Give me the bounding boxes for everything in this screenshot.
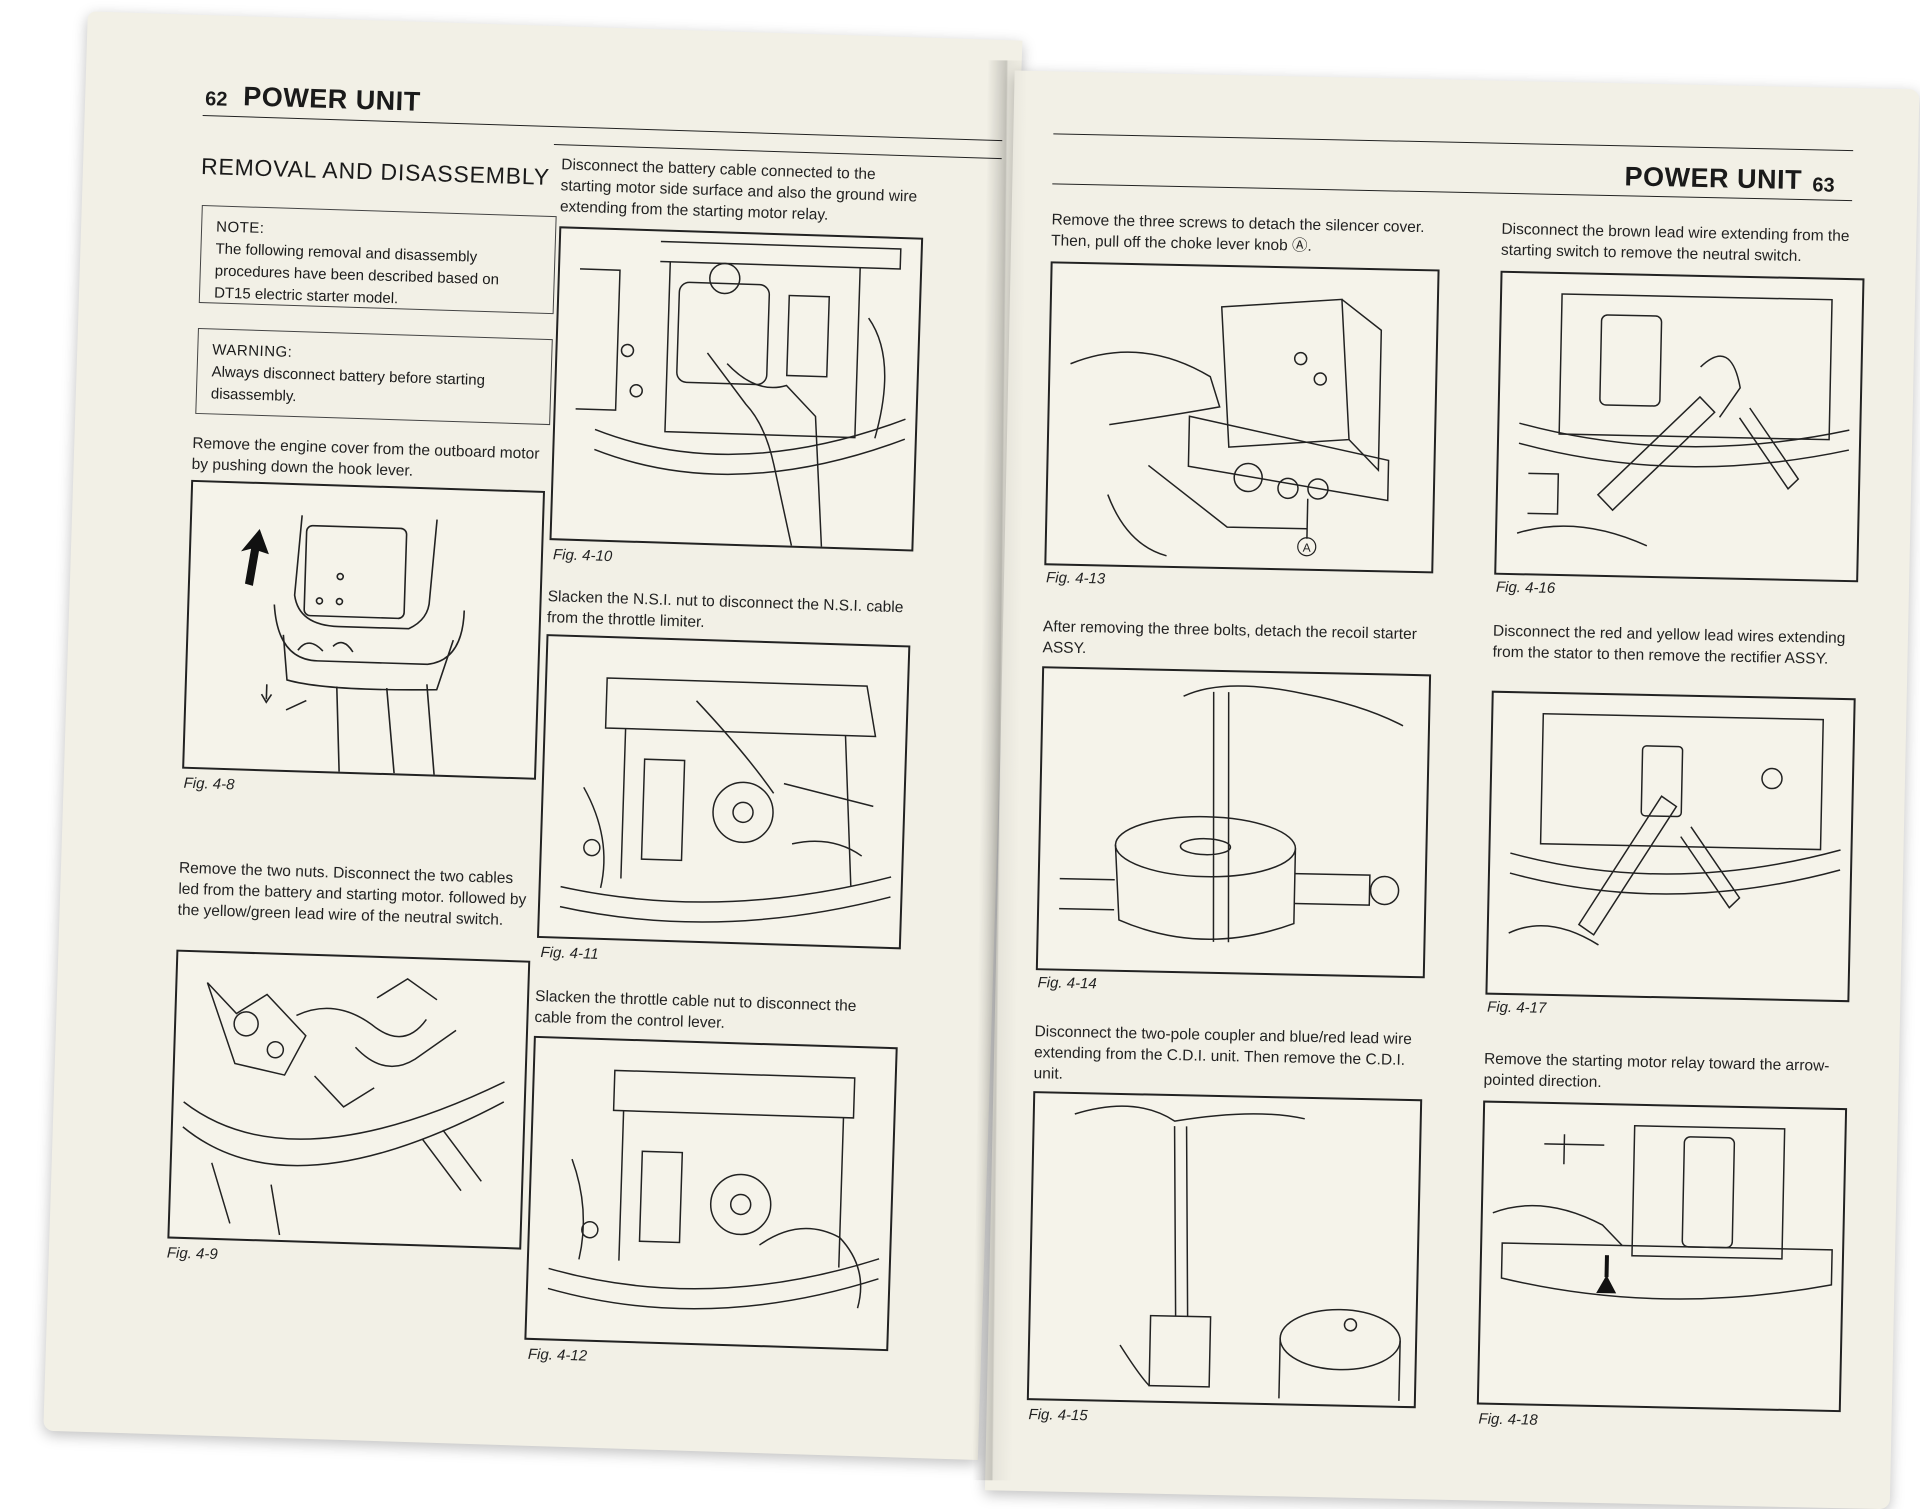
figure-throttle-cable bbox=[524, 1035, 898, 1352]
step-caption: Remove the starting motor relay toward t… bbox=[1483, 1050, 1830, 1092]
arrow-icon bbox=[1596, 1275, 1617, 1294]
figure-label: Fig. 4-15 bbox=[1028, 1406, 1088, 1425]
step-caption: After removing the three bolts, detach t… bbox=[1042, 618, 1418, 658]
figure-silencer-cover: A bbox=[1044, 261, 1440, 574]
left-page: 62 POWER UNIT REMOVAL AND DISASSEMBLY NO… bbox=[43, 11, 1023, 1461]
step-caption: Slacken the N.S.I. nut to disconnect the… bbox=[546, 588, 904, 632]
figure-label: Fig. 4-8 bbox=[183, 774, 235, 794]
marker-a: A bbox=[1297, 537, 1317, 557]
section-title: REMOVAL AND DISASSEMBLY bbox=[200, 152, 551, 190]
step-caption: Disconnect the two-pole coupler and blue… bbox=[1033, 1023, 1413, 1083]
page-header-title: POWER UNIT bbox=[1624, 161, 1803, 196]
figure-motor-relay bbox=[1476, 1100, 1848, 1413]
figure-cdi-unit bbox=[1026, 1091, 1423, 1409]
figure-label: Fig. 4-9 bbox=[166, 1244, 219, 1264]
step-caption: Slacken the throttle cable nut to discon… bbox=[534, 987, 857, 1032]
note-box: NOTE: The following removal and disassem… bbox=[198, 205, 557, 315]
throttle-cable-illustration bbox=[547, 1069, 880, 1310]
header-rule bbox=[202, 115, 1003, 142]
figure-recoil-starter bbox=[1035, 666, 1432, 979]
warning-box: WARNING: Always disconnect battery befor… bbox=[195, 327, 553, 426]
figure-label: Fig. 4-11 bbox=[540, 944, 599, 963]
figure-battery-cables bbox=[167, 949, 531, 1250]
battery-cables-illustration bbox=[182, 977, 505, 1236]
warning-body: Always disconnect battery before startin… bbox=[210, 363, 486, 406]
recoil-starter-illustration bbox=[1059, 685, 1404, 943]
figure-engine-cover bbox=[182, 479, 546, 780]
figure-label: Fig. 4-18 bbox=[1478, 1410, 1538, 1429]
page-number: 62 bbox=[204, 88, 228, 111]
rectifier-illustration bbox=[1508, 712, 1841, 946]
svg-text:A: A bbox=[1303, 541, 1311, 555]
engine-cover-illustration bbox=[240, 515, 466, 775]
step-caption: Disconnect the brown lead wire extending… bbox=[1500, 220, 1850, 266]
nsi-cable-illustration bbox=[559, 677, 892, 923]
figure-label: Fig. 4-16 bbox=[1495, 578, 1556, 597]
cdi-unit-illustration bbox=[1074, 1105, 1401, 1401]
figure-label: Fig. 4-13 bbox=[1045, 569, 1106, 588]
figure-nsi-cable bbox=[536, 634, 911, 950]
figure-label: Fig. 4-12 bbox=[527, 1345, 588, 1365]
step-caption: Disconnect the battery cable connected t… bbox=[559, 156, 918, 224]
open-manual: 62 POWER UNIT REMOVAL AND DISASSEMBLY NO… bbox=[38, 11, 1920, 1509]
step-caption: Disconnect the red and yellow lead wires… bbox=[1492, 622, 1846, 668]
figure-starting-motor bbox=[549, 226, 924, 552]
figure-label: Fig. 4-14 bbox=[1037, 974, 1097, 993]
starting-motor-illustration bbox=[575, 240, 906, 547]
page-number: 63 bbox=[1812, 174, 1835, 197]
figure-label: Fig. 4-17 bbox=[1486, 998, 1547, 1017]
neutral-switch-illustration bbox=[1516, 293, 1850, 547]
step-caption: Remove the two nuts. Disconnect the two … bbox=[177, 859, 527, 929]
step-caption: Remove the engine cover from the outboar… bbox=[191, 434, 540, 480]
page-header-title: POWER UNIT bbox=[242, 81, 422, 117]
step-caption: Remove the three screws to detach the si… bbox=[1050, 211, 1425, 255]
right-page: POWER UNIT 63 Remove the three screws to… bbox=[984, 70, 1920, 1509]
figure-neutral-switch bbox=[1494, 270, 1865, 583]
silencer-cover-illustration: A bbox=[1070, 298, 1390, 557]
figure-label: Fig. 4-10 bbox=[552, 546, 613, 566]
header-rule-short bbox=[1053, 133, 1854, 152]
figure-rectifier bbox=[1485, 690, 1856, 1003]
note-body: The following removal and disassembly pr… bbox=[213, 240, 500, 308]
motor-relay-illustration bbox=[1492, 1124, 1833, 1300]
